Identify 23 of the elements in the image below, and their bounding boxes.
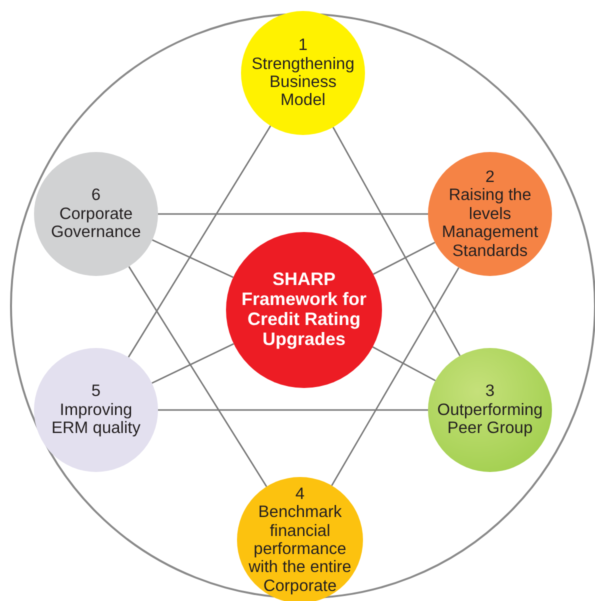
connector-line [152, 343, 234, 384]
connector-line [331, 267, 460, 486]
circle-label: Raising the levels Management Standards [440, 186, 540, 260]
circle-label: Strengthening Business Model [250, 54, 356, 110]
circle-label: Benchmark financial performance with the entire Corporate [248, 503, 352, 596]
circle-label: Outperforming Peer Group [436, 400, 544, 438]
circle-label: Improving ERM quality [50, 400, 142, 438]
step-number: 5 [91, 382, 101, 401]
step-number: 3 [485, 382, 495, 401]
connector-line [128, 125, 272, 358]
circle-label: SHARP Framework for Credit Rating Upgrades [240, 270, 368, 350]
connector-line [158, 213, 428, 215]
connector-line [372, 346, 436, 382]
connector-line [158, 409, 428, 411]
connector-line [332, 126, 461, 356]
step-number: 4 [295, 484, 305, 504]
connector-line [128, 266, 268, 487]
step-number: 1 [298, 36, 308, 55]
step-number: 2 [485, 168, 495, 186]
connector-line [372, 242, 436, 275]
circle-label: Corporate Governance [50, 204, 142, 242]
connector-line [152, 239, 234, 278]
step-number: 6 [91, 186, 101, 205]
